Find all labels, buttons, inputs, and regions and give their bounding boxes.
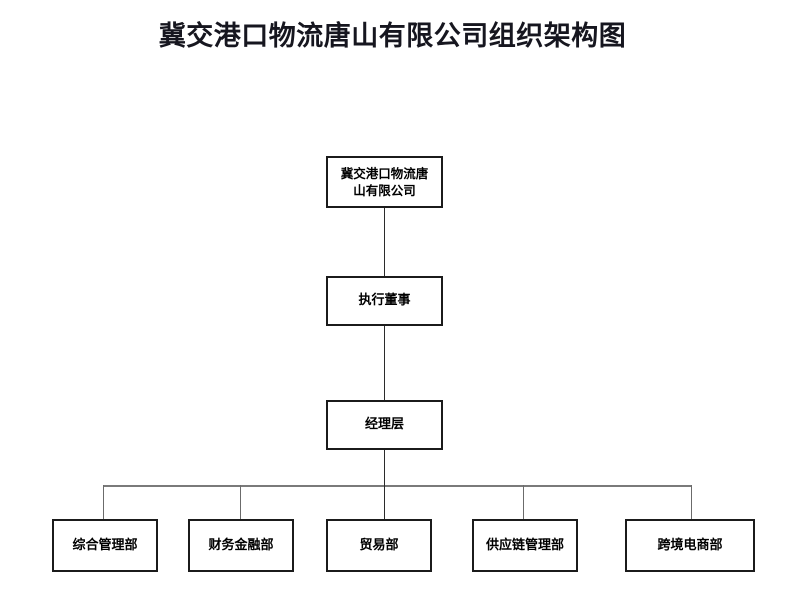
org-node-department-supply-chain-label: 供应链管理部 bbox=[485, 537, 564, 553]
org-node-department-trade[interactable]: 贸易部 bbox=[326, 519, 432, 572]
org-node-company-label: 冀交港口物流唐 山有限公司 bbox=[340, 166, 429, 198]
connector-bus-to-dept-1 bbox=[103, 485, 104, 519]
connector-bus-to-dept-4 bbox=[523, 485, 524, 519]
org-node-manager-layer[interactable]: 经理层 bbox=[326, 400, 443, 450]
org-node-department-general-management-label: 综合管理部 bbox=[72, 537, 138, 553]
connector-company-to-director bbox=[384, 208, 385, 276]
org-node-department-supply-chain[interactable]: 供应链管理部 bbox=[472, 519, 578, 572]
org-node-company[interactable]: 冀交港口物流唐 山有限公司 bbox=[326, 156, 443, 208]
org-node-department-cross-border-ecommerce[interactable]: 跨境电商部 bbox=[625, 519, 755, 572]
org-node-manager-layer-label: 经理层 bbox=[364, 417, 404, 432]
connector-horizontal-bus bbox=[103, 485, 691, 487]
connector-bus-to-dept-2 bbox=[240, 485, 241, 519]
org-node-executive-director-label: 执行董事 bbox=[358, 293, 411, 308]
connector-manager-to-bus bbox=[384, 450, 385, 485]
org-node-executive-director[interactable]: 执行董事 bbox=[326, 276, 443, 326]
org-node-department-cross-border-ecommerce-label: 跨境电商部 bbox=[657, 537, 723, 553]
org-node-department-finance-label: 财务金融部 bbox=[208, 537, 274, 553]
org-node-department-trade-label: 贸易部 bbox=[359, 537, 399, 553]
connector-bus-to-dept-3 bbox=[384, 485, 385, 519]
connector-director-to-manager bbox=[384, 326, 385, 400]
page-title: 冀交港口物流唐山有限公司组织架构图 bbox=[158, 21, 627, 52]
connector-bus-to-dept-5 bbox=[691, 485, 692, 519]
org-node-department-finance[interactable]: 财务金融部 bbox=[188, 519, 294, 572]
org-node-department-general-management[interactable]: 综合管理部 bbox=[52, 519, 158, 572]
